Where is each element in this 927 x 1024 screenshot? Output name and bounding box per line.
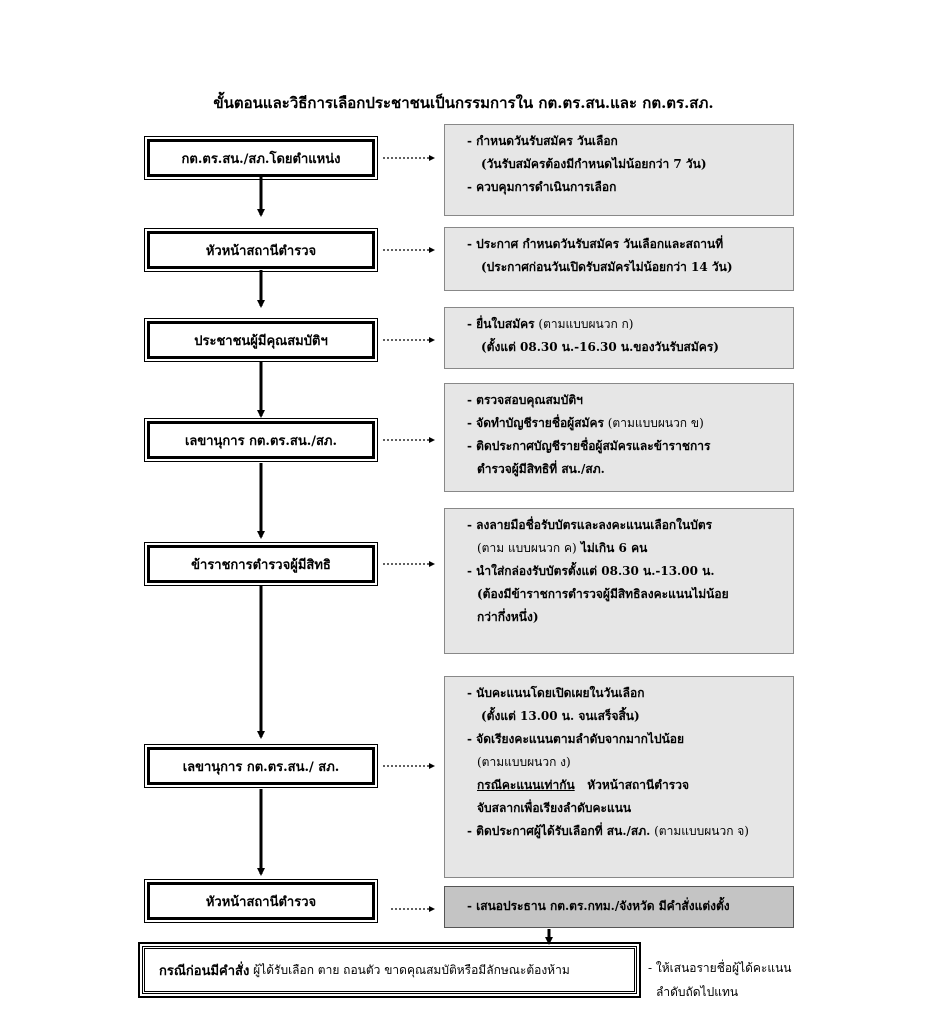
note-line: จับสลากเพื่อเรียงลำดับคะแนน <box>477 801 632 815</box>
note-line: (ตั้งแต่ 08.30 น.-16.30 น.ของวันรับสมัคร… <box>481 340 719 354</box>
note-line: (ต้องมีข้าราชการตำรวจผู้มีสิทธิลงคะแนนไม… <box>477 587 729 601</box>
note-line: กว่ากึ่งหนึ่ง) <box>477 610 539 624</box>
note-box-5: - ลงลายมือชื่อรับบัตรและลงคะแนนเลือกในบั… <box>444 508 794 654</box>
note-box-4: - ตรวจสอบคุณสมบัติฯ - จัดทำบัญชีรายชื่อผ… <box>444 383 794 492</box>
note-line: - จัดทำบัญชีรายชื่อผู้สมัคร <box>467 416 604 430</box>
note-line: กรณีคะแนนเท่ากัน <box>477 778 575 792</box>
final-condition-text: ผู้ได้รับเลือก ตาย ถอนตัว ขาดคุณสมบัติหร… <box>249 962 570 977</box>
note-line: (ตามแบบผนวก ข) <box>603 416 704 430</box>
note-line: - ลงลายมือชื่อรับบัตรและลงคะแนนเลือกในบั… <box>467 518 713 532</box>
note-line: ไม่เกิน 6 คน <box>576 541 648 555</box>
note-line: - เสนอประธาน กต.ตร.กทม./จังหวัด มีคำสั่ง… <box>467 899 730 913</box>
note-line: (ตามแบบผนวก จ) <box>650 824 749 838</box>
step-box-6: เลขานุการ กต.ตร.สน./ สภ. <box>144 744 378 788</box>
page-title: ขั้นตอนและวิธีการเลือกประชาชนเป็นกรรมการ… <box>213 94 714 112</box>
note-line: (ตามแบบผนวก ง) <box>477 755 571 769</box>
note-box-3: - ยื่นใบสมัคร (ตามแบบผนวก ก) (ตั้งแต่ 08… <box>444 307 794 369</box>
note-box-7: - เสนอประธาน กต.ตร.กทม./จังหวัด มีคำสั่ง… <box>444 886 794 928</box>
note-line: - นับคะแนนโดยเปิดเผยในวันเลือก <box>467 686 645 700</box>
note-line: - ควบคุมการดำเนินการเลือก <box>467 180 617 194</box>
note-line: (ประกาศก่อนวันเปิดรับสมัครไม่น้อยกว่า 14… <box>481 260 733 274</box>
step-box-1: กต.ตร.สน./สภ.โดยตำแหน่ง <box>144 136 378 180</box>
note-line: (ตามแบบผนวก ก) <box>534 317 634 331</box>
note-line: (ตาม แบบผนวก ค) <box>477 541 577 555</box>
note-line: ตำรวจผู้มีสิทธิที่ สน./สภ. <box>477 462 605 476</box>
step-box-5: ข้าราชการตำรวจผู้มีสิทธิ <box>144 542 378 586</box>
note-line: - ตรวจสอบคุณสมบัติฯ <box>467 393 583 407</box>
note-box-6: - นับคะแนนโดยเปิดเผยในวันเลือก (ตั้งแต่ … <box>444 676 794 878</box>
step-box-4: เลขานุการ กต.ตร.สน./สภ. <box>144 418 378 462</box>
note-line: - ยื่นใบสมัคร <box>467 317 535 331</box>
final-condition-label: กรณีก่อนมีคำสั่ง <box>159 963 250 979</box>
note-line: - จัดเรียงคะแนนตามลำดับจากมากไปน้อย <box>467 732 685 746</box>
note-line: (ตั้งแต่ 13.00 น. จนเสร็จสิ้น) <box>481 709 640 723</box>
note-line: - นำใส่กล่องรับบัตรตั้งแต่ 08.30 น.-13.0… <box>467 564 715 578</box>
note-line: - ติดประกาศบัญชีรายชื่อผู้สมัครและข้าราช… <box>467 439 711 453</box>
step-box-3: ประชาชนผู้มีคุณสมบัติฯ <box>144 318 378 362</box>
dotted-arrows <box>383 155 435 912</box>
final-side-note: - ให้เสนอรายชื่อผู้ได้คะแนน ลำดับถัดไปแท… <box>648 956 792 1004</box>
final-condition-box: กรณีก่อนมีคำสั่ง ผู้ได้รับเลือก ตาย ถอนต… <box>138 942 641 998</box>
note-line: (วันรับสมัครต้องมีกำหนดไม่น้อยกว่า 7 วัน… <box>481 157 707 171</box>
note-line: - กำหนดวันรับสมัคร วันเลือก <box>467 134 618 148</box>
note-box-2: - ประกาศ กำหนดวันรับสมัคร วันเลือกและสถา… <box>444 227 794 291</box>
note-box-1: - กำหนดวันรับสมัคร วันเลือก (วันรับสมัคร… <box>444 124 794 216</box>
note-line: - ติดประกาศผู้ได้รับเลือกที่ สน./สภ. <box>467 824 651 838</box>
note-line: หัวหน้าสถานีตำรวจ <box>574 778 689 792</box>
final-side-line: ลำดับถัดไปแทน <box>656 985 739 999</box>
final-side-line: - ให้เสนอรายชื่อผู้ได้คะแนน <box>648 961 792 975</box>
step-box-7: หัวหน้าสถานีตำรวจ <box>144 879 378 923</box>
step-box-2: หัวหน้าสถานีตำรวจ <box>144 228 378 272</box>
note-line: - ประกาศ กำหนดวันรับสมัคร วันเลือกและสถา… <box>467 237 724 251</box>
